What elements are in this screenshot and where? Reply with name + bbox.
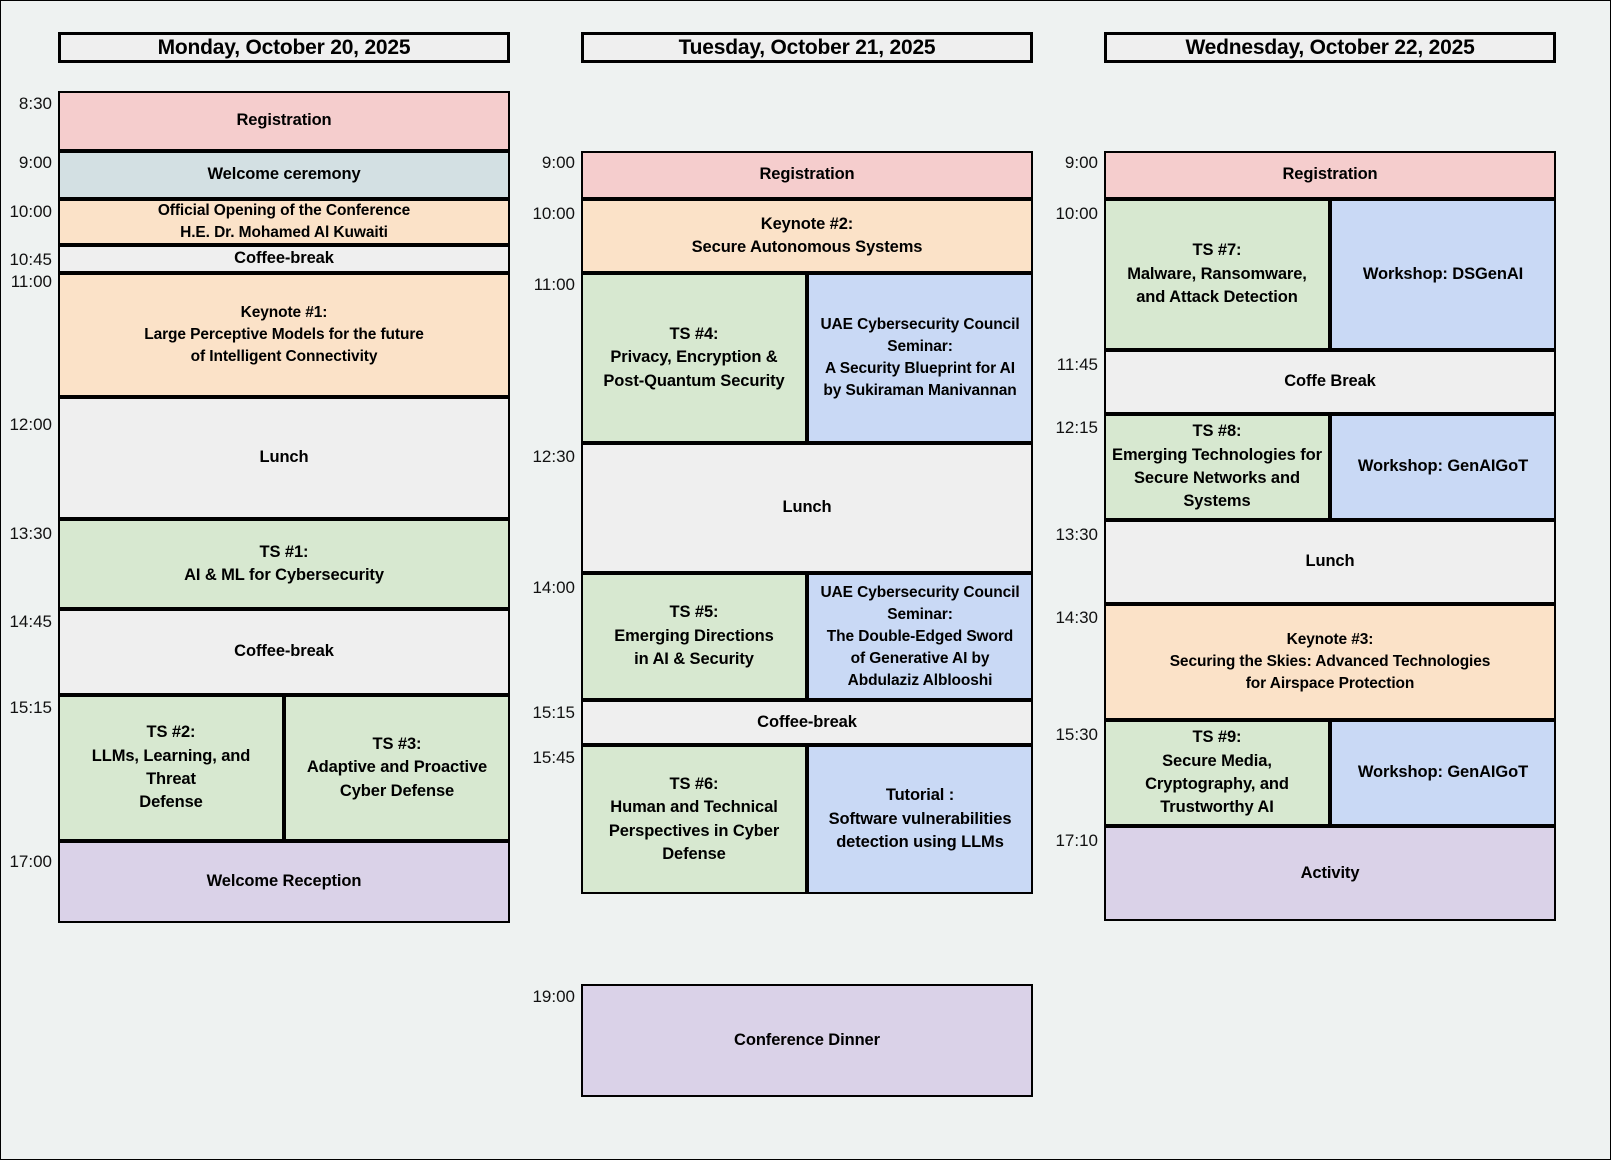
block-tuesday-uae-seminar-1[interactable]: UAE Cybersecurity Council Seminar: A Sec… xyxy=(807,273,1033,443)
day-header-wednesday: Wednesday, October 22, 2025 xyxy=(1104,32,1556,63)
time-label-wednesday-1145: 11:45 xyxy=(1056,355,1098,374)
block-wednesday-lunch[interactable]: Lunch xyxy=(1104,520,1556,604)
time-label-monday-1045: 10:45 xyxy=(9,250,52,269)
block-monday-coffee-break-2[interactable]: Coffee-break xyxy=(58,609,510,695)
block-tuesday-ts-5[interactable]: TS #5: Emerging Directions in AI & Secur… xyxy=(581,573,807,700)
time-label-tuesday-1230: 12:30 xyxy=(532,447,575,466)
time-label-monday-1700: 17:00 xyxy=(9,852,52,871)
time-label-monday-830: 8:30 xyxy=(18,94,52,113)
time-label-tuesday-1400: 14:00 xyxy=(532,578,575,597)
time-label-tuesday-1545: 15:45 xyxy=(532,748,575,767)
block-tuesday-registration[interactable]: Registration xyxy=(581,151,1033,199)
block-wednesday-ts-8[interactable]: TS #8: Emerging Technologies for Secure … xyxy=(1104,414,1330,520)
time-label-monday-1200: 12:00 xyxy=(9,415,52,434)
block-wednesday-workshop-genaiiot-2[interactable]: Workshop: GenAIGoT xyxy=(1330,720,1556,826)
block-tuesday-conference-dinner[interactable]: Conference Dinner xyxy=(581,984,1033,1097)
time-label-monday-1515: 15:15 xyxy=(9,698,52,717)
block-monday-registration[interactable]: Registration xyxy=(58,91,510,151)
time-label-wednesday-1000: 10:00 xyxy=(1055,204,1098,223)
time-label-monday-1000: 10:00 xyxy=(9,202,52,221)
time-label-tuesday-1900: 19:00 xyxy=(532,987,575,1006)
block-monday-official-opening[interactable]: Official Opening of the Conference H.E. … xyxy=(58,199,510,245)
block-wednesday-workshop-dsgenai[interactable]: Workshop: DSGenAI xyxy=(1330,199,1556,350)
block-tuesday-uae-seminar-2[interactable]: UAE Cybersecurity Council Seminar: The D… xyxy=(807,573,1033,700)
time-label-wednesday-1215: 12:15 xyxy=(1055,418,1098,437)
time-label-monday-1445: 14:45 xyxy=(9,612,52,631)
block-tuesday-coffee-break[interactable]: Coffee-break xyxy=(581,700,1033,745)
time-label-wednesday-1430: 14:30 xyxy=(1055,608,1098,627)
time-label-wednesday-1710: 17:10 xyxy=(1055,831,1098,850)
time-label-wednesday-1530: 15:30 xyxy=(1055,725,1098,744)
day-header-monday: Monday, October 20, 2025 xyxy=(58,32,510,63)
block-wednesday-activity[interactable]: Activity xyxy=(1104,826,1556,921)
time-label-tuesday-1100: 11:00 xyxy=(533,275,575,294)
block-monday-ts-1[interactable]: TS #1: AI & ML for Cybersecurity xyxy=(58,519,510,609)
time-label-monday-900: 9:00 xyxy=(18,153,52,172)
block-tuesday-ts-6[interactable]: TS #6: Human and Technical Perspectives … xyxy=(581,745,807,894)
block-monday-welcome-reception[interactable]: Welcome Reception xyxy=(58,841,510,923)
block-monday-lunch[interactable]: Lunch xyxy=(58,397,510,519)
time-label-monday-1100: 11:00 xyxy=(10,272,52,291)
time-label-wednesday-1330: 13:30 xyxy=(1055,525,1098,544)
time-label-tuesday-1000: 10:00 xyxy=(532,204,575,223)
time-label-tuesday-1515: 15:15 xyxy=(532,703,575,722)
block-wednesday-registration[interactable]: Registration xyxy=(1104,151,1556,199)
block-wednesday-workshop-genaiiot-1[interactable]: Workshop: GenAIGoT xyxy=(1330,414,1556,520)
block-monday-ts-3[interactable]: TS #3: Adaptive and Proactive Cyber Defe… xyxy=(284,695,510,841)
day-header-tuesday: Tuesday, October 21, 2025 xyxy=(581,32,1033,63)
block-monday-welcome-ceremony[interactable]: Welcome ceremony xyxy=(58,151,510,199)
block-tuesday-lunch[interactable]: Lunch xyxy=(581,443,1033,573)
block-wednesday-ts-9[interactable]: TS #9: Secure Media, Cryptography, and T… xyxy=(1104,720,1330,826)
block-tuesday-ts-4[interactable]: TS #4: Privacy, Encryption & Post-Quantu… xyxy=(581,273,807,443)
block-monday-keynote-1[interactable]: Keynote #1: Large Perceptive Models for … xyxy=(58,273,510,397)
block-monday-ts-2[interactable]: TS #2: LLMs, Learning, and Threat Defens… xyxy=(58,695,284,841)
time-label-wednesday-900: 9:00 xyxy=(1064,153,1098,172)
time-label-tuesday-900: 9:00 xyxy=(541,153,575,172)
block-wednesday-keynote-3[interactable]: Keynote #3: Securing the Skies: Advanced… xyxy=(1104,604,1556,720)
block-wednesday-coffe-break[interactable]: Coffe Break xyxy=(1104,350,1556,414)
time-label-monday-1330: 13:30 xyxy=(9,524,52,543)
block-tuesday-keynote-2[interactable]: Keynote #2: Secure Autonomous Systems xyxy=(581,199,1033,273)
block-tuesday-tutorial[interactable]: Tutorial : Software vulnerabilities dete… xyxy=(807,745,1033,894)
block-wednesday-ts-7[interactable]: TS #7: Malware, Ransomware, and Attack D… xyxy=(1104,199,1330,350)
block-monday-coffee-break-1[interactable]: Coffee-break xyxy=(58,245,510,273)
